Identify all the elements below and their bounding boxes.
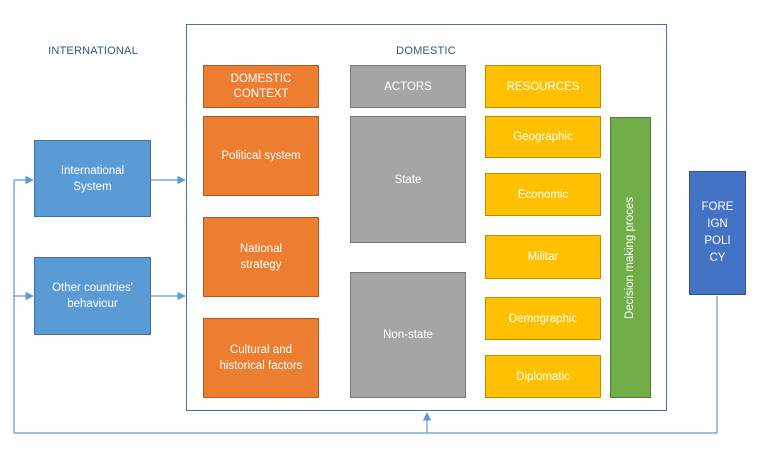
- domestic-context-header: DOMESTIC CONTEXT: [203, 65, 319, 108]
- non-state-box: Non-state: [350, 272, 466, 398]
- decision-making-bar: Decision making proces: [610, 117, 651, 398]
- actors-header: ACTORS: [350, 65, 466, 108]
- international-label: INTERNATIONAL: [48, 45, 138, 57]
- feedback-loop-line: [13, 180, 718, 434]
- state-box: State: [350, 116, 466, 243]
- other-countries-box: Other countries' behaviour: [34, 257, 151, 335]
- international-system-box: International System: [34, 140, 151, 217]
- cultural-historical-box: Cultural and historical factors: [203, 318, 319, 398]
- political-system-box: Political system: [203, 116, 319, 196]
- domestic-label: DOMESTIC: [396, 45, 456, 57]
- resources-header: RESOURCES: [485, 65, 601, 108]
- geographic-box: Geographic: [485, 116, 601, 158]
- militar-box: Militar: [485, 235, 601, 279]
- demographic-box: Demographic: [485, 297, 601, 340]
- economic-box: Economic: [485, 173, 601, 216]
- diplomatic-box: Diplomatic: [485, 355, 601, 398]
- foreign-policy-box: FORE IGN POLI CY: [689, 171, 746, 295]
- national-strategy-box: National strategy: [203, 217, 319, 297]
